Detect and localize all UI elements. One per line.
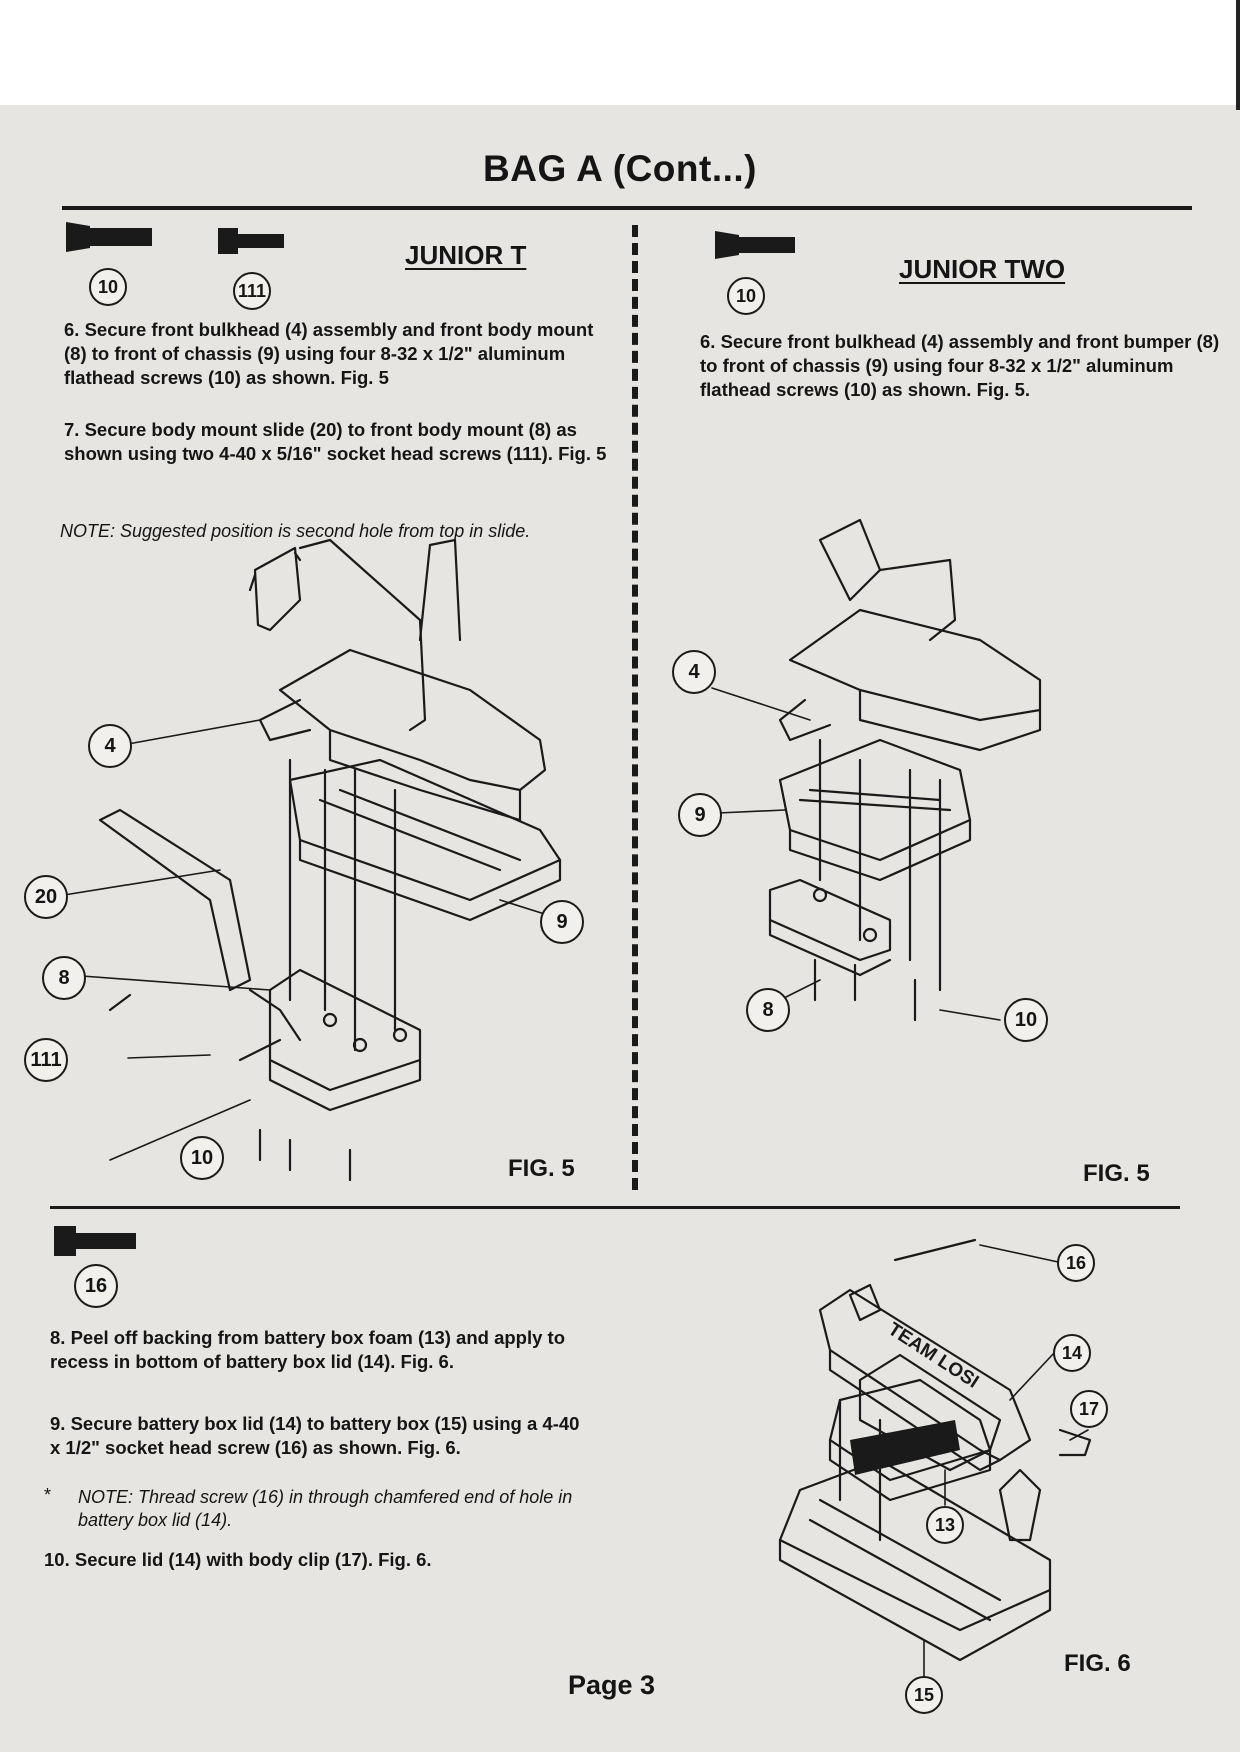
callout-16: 16 xyxy=(74,1264,118,1308)
flathead-screw-icon xyxy=(66,222,152,252)
callout-4: 4 xyxy=(88,724,132,768)
heading-junior-two: JUNIOR TWO xyxy=(899,254,1066,284)
leader-lines xyxy=(63,687,1089,1687)
fig5-right-drawing xyxy=(768,518,1042,1022)
page-title: BAG A (Cont...) xyxy=(483,148,757,189)
callout-14: 14 xyxy=(1053,1334,1091,1372)
note-star: * xyxy=(44,1485,52,1505)
callout-10: 10 xyxy=(1004,998,1048,1042)
flathead-screw-icon xyxy=(715,231,795,259)
callout-4: 4 xyxy=(672,650,716,694)
step-7-junior-t: 7. Secure body mount slide (20) to front… xyxy=(64,419,607,464)
note-junior-t: NOTE: Suggested position is second hole … xyxy=(60,521,531,541)
step-6-junior-two: 6. Secure front bulkhead (4) assembly an… xyxy=(700,331,1220,400)
callout-9: 9 xyxy=(678,793,722,837)
callout-8: 8 xyxy=(746,988,790,1032)
callout-111: 111 xyxy=(233,272,271,310)
middle-rule xyxy=(50,1206,1180,1209)
page-background xyxy=(0,105,1240,1752)
callout-10: 10 xyxy=(727,277,765,315)
fig-5-label-left: FIG. 5 xyxy=(508,1155,575,1182)
foam-block xyxy=(850,1420,960,1475)
scan-edge xyxy=(1236,0,1240,110)
fig5-left-drawing xyxy=(98,538,562,1182)
callout-15: 15 xyxy=(905,1676,943,1714)
callout-111: 111 xyxy=(24,1038,68,1082)
step-8: 8. Peel off backing from battery box foa… xyxy=(50,1327,566,1372)
column-divider xyxy=(632,225,638,1190)
callout-10: 10 xyxy=(89,268,127,306)
callout-10: 10 xyxy=(180,1136,224,1180)
heading-junior-t: JUNIOR T xyxy=(405,240,527,270)
callout-20: 20 xyxy=(24,875,68,919)
fig-6-label: FIG. 6 xyxy=(1064,1650,1131,1677)
socket-head-screw-icon xyxy=(218,228,284,254)
callout-9: 9 xyxy=(540,900,584,944)
page-number: Page 3 xyxy=(568,1670,656,1700)
top-rule xyxy=(62,206,1192,210)
fig-5-label-right: FIG. 5 xyxy=(1083,1160,1150,1187)
callout-8: 8 xyxy=(42,956,86,1000)
step-6-junior-t: 6. Secure front bulkhead (4) assembly an… xyxy=(64,319,594,388)
callout-16: 16 xyxy=(1057,1244,1095,1282)
step-9: 9. Secure battery box lid (14) to batter… xyxy=(50,1413,580,1458)
note-battery-box: NOTE: Thread screw (16) in through chamf… xyxy=(78,1487,573,1530)
step-10: 10. Secure lid (14) with body clip (17).… xyxy=(44,1549,432,1570)
socket-head-screw-icon xyxy=(54,1226,136,1256)
callout-13: 13 xyxy=(926,1506,964,1544)
callout-17: 17 xyxy=(1070,1390,1108,1428)
